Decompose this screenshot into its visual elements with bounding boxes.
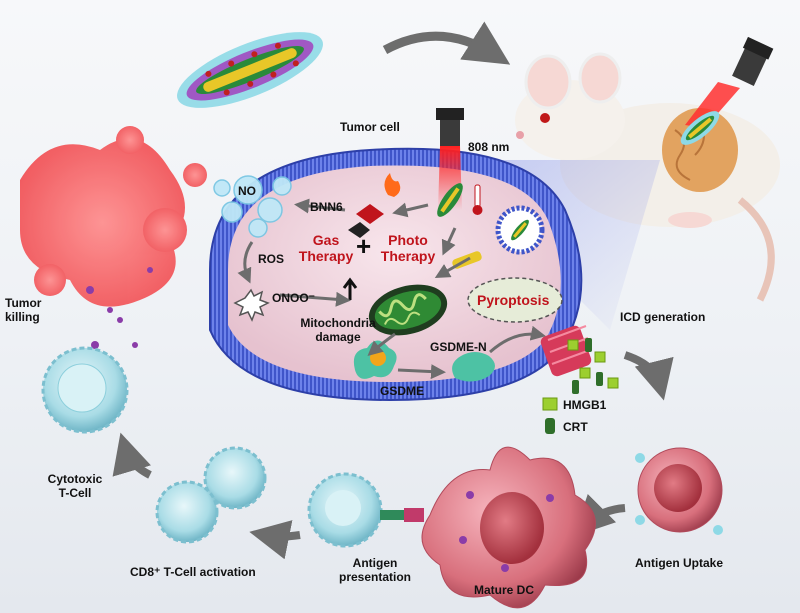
tumor-nanoparticle-icon <box>680 111 720 145</box>
delivery-arrow <box>382 21 511 65</box>
crt-label: CRT <box>563 420 588 434</box>
cd8-activation-label: CD8⁺ T-Cell activation <box>130 565 256 579</box>
t-cell-icon <box>307 472 383 548</box>
mouse-icon <box>515 52 780 302</box>
t-cell-icon <box>155 446 267 544</box>
nanoparticle-icon <box>177 32 323 108</box>
tumor-cell-label: Tumor cell <box>340 120 400 134</box>
liposome-icon <box>495 205 545 255</box>
flame-icon <box>384 173 401 197</box>
no-label: NO <box>238 184 256 198</box>
bnn6-label: BNN6 <box>310 200 343 214</box>
laser-wavelength-label: 808 nm <box>468 140 510 154</box>
icd-generation-label: ICD generation <box>620 310 706 324</box>
thermometer-icon <box>472 184 483 215</box>
tumor-debris-icon <box>20 126 207 307</box>
legend-hmgb1-swatch <box>542 397 558 411</box>
laser-device-icon <box>732 36 774 86</box>
onoo-label: ONOO⁻ <box>272 291 316 305</box>
mitochondria-damage-label: Mitochondria damage <box>300 316 376 344</box>
antigen-presentation-label: Antigen presentation <box>338 556 411 584</box>
receptor-complex-icon <box>380 508 424 522</box>
plus-sign: + <box>356 231 372 261</box>
dendritic-cell-icon <box>421 446 596 609</box>
crt-cylinder-icon <box>572 338 603 394</box>
antigen-uptake-label: Antigen Uptake <box>635 556 724 570</box>
tumor-killing-label: Tumor killing <box>5 296 42 324</box>
t-cell-icon <box>41 346 129 434</box>
mature-dc-label: Mature DC <box>474 583 535 597</box>
membrane-pore-icon <box>540 325 592 377</box>
pathway-arrows <box>237 198 546 380</box>
gsdme-n-protein-icon <box>452 352 495 382</box>
cytotoxic-t-cell-label: Cytotoxic T-Cell <box>47 472 103 500</box>
gas-therapy-label: Gas Therapy <box>298 232 354 264</box>
photo-therapy-label: Photo Therapy <box>380 232 436 264</box>
dendritic-cell-icon <box>635 447 723 535</box>
ros-label: ROS <box>258 252 285 266</box>
gsdme-label: GSDME <box>380 384 425 398</box>
hmgb1-label: HMGB1 <box>563 398 607 412</box>
pyroptosis-bubble <box>467 277 563 323</box>
legend <box>542 397 558 434</box>
tumor-debris-dots <box>86 267 153 349</box>
pyroptosis-label: Pyroptosis <box>477 292 550 308</box>
gsdme-n-label: GSDME-N <box>430 340 487 354</box>
bnn6-icon <box>348 204 384 238</box>
mitochondria-icon <box>368 284 448 336</box>
legend-crt-swatch <box>545 418 555 434</box>
bubble-icon <box>213 175 292 238</box>
onoo-burst-icon <box>233 288 270 322</box>
hmgb1-cube-icon <box>567 339 619 389</box>
nanoparticle-icon <box>437 183 463 217</box>
